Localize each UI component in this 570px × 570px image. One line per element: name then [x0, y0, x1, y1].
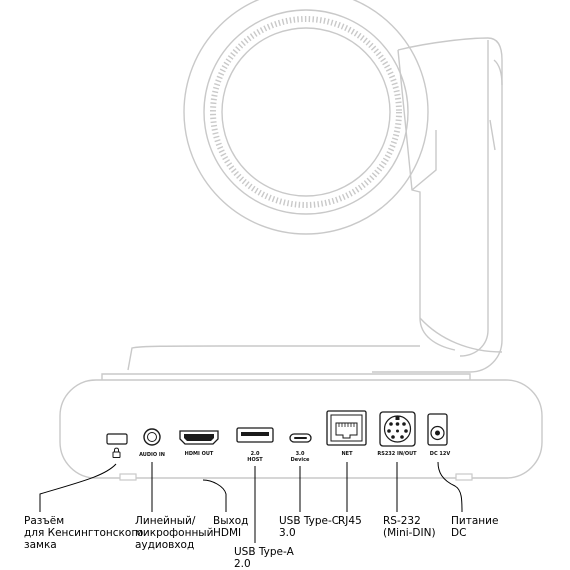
- kensington-slot: [106, 433, 128, 445]
- hdmi-out-label: HDMI OUT: [185, 451, 214, 457]
- callout-kensington: Разъём для Кенсингтонского замка: [24, 515, 143, 551]
- callout-rs232-line2: (Mini-DIN): [383, 527, 436, 539]
- callout-kensington-line1: Разъём: [24, 515, 64, 527]
- usb-device-label-line1: 3.0: [296, 451, 305, 457]
- callout-usb-a-line1: USB Type-A: [234, 546, 295, 558]
- usb-host-label-line2: HOST: [247, 457, 263, 463]
- callout-rs232: RS-232 (Mini-DIN): [383, 515, 436, 539]
- callout-usb-c: USB Type-C 3.0: [279, 515, 339, 539]
- dc-jack-icon: [427, 413, 448, 446]
- callout-kensington-line2: для Кенсингтонского: [24, 527, 143, 539]
- callout-power: Питание DC: [451, 515, 498, 539]
- callout-usb-a: USB Type-A 2.0: [234, 546, 295, 570]
- callout-usb-c-line1: USB Type-C: [279, 515, 339, 527]
- usb-device-label-line2: Device: [291, 457, 310, 463]
- callout-rs232-line1: RS-232: [383, 515, 421, 527]
- camera-body-outline: [127, 37, 503, 373]
- callout-power-line1: Питание: [451, 515, 498, 527]
- callout-usb-c-line2: 3.0: [279, 527, 296, 539]
- usb-c-port-icon: [289, 433, 312, 443]
- callout-rj45: RJ45: [338, 515, 362, 527]
- callout-power-line2: DC: [451, 527, 466, 539]
- usb-host-label-line1: 2.0: [251, 451, 260, 457]
- leader-lines: [39, 461, 463, 543]
- callout-hdmi-line2: HDMI: [213, 527, 241, 539]
- leader-hdmi: [202, 479, 227, 512]
- camera-lens: [183, 0, 429, 235]
- callout-line-mic-line2: микрофонный: [135, 527, 213, 539]
- rear-base-outline: [59, 373, 543, 481]
- callout-hdmi: Выход HDMI: [213, 515, 248, 539]
- dc-label: DC 12V: [430, 451, 451, 457]
- padlock-icon: [112, 447, 121, 458]
- audio-in-jack-icon: [143, 428, 161, 446]
- rs232-label: RS232 IN/OUT: [377, 451, 417, 457]
- mini-din-port-icon: [379, 411, 416, 447]
- callout-kensington-line3: замка: [24, 539, 57, 551]
- callout-usb-a-line2: 2.0: [234, 558, 251, 570]
- callout-line-mic: Линейный/ микрофонный аудиовход: [135, 515, 213, 551]
- usb-a-port-icon: [236, 427, 274, 443]
- leader-kensington: [39, 463, 117, 512]
- net-label: NET: [341, 451, 353, 457]
- hdmi-port-icon: [179, 430, 219, 445]
- leader-dc: [437, 461, 463, 513]
- callout-line-mic-line1: Линейный/: [135, 515, 196, 527]
- callout-line-mic-line3: аудиовход: [135, 539, 194, 551]
- rj45-port-icon: [326, 410, 367, 446]
- audio-in-label: AUDIO IN: [139, 452, 165, 458]
- callout-rj45-line1: RJ45: [338, 515, 362, 527]
- callout-hdmi-line1: Выход: [213, 515, 248, 527]
